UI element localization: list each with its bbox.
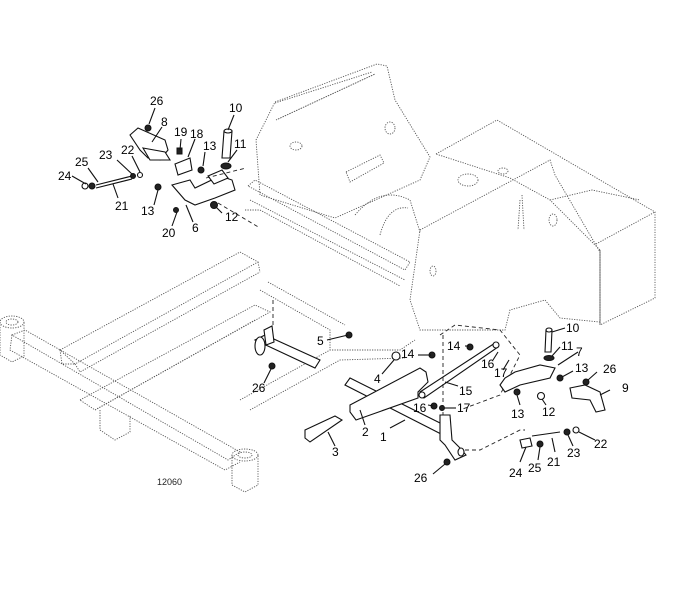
pin-part-10: [221, 130, 233, 159]
callout-16-upper: 16: [481, 357, 495, 371]
callout-10: 10: [229, 101, 243, 115]
callout-24: 24: [58, 169, 72, 183]
grip-part-3: [304, 415, 344, 443]
plate-part-6: [171, 175, 236, 206]
figure-number: 12060: [157, 477, 182, 487]
callout-1: 1: [380, 430, 387, 444]
callout-25-right: 25: [528, 461, 542, 475]
callouts: 26 8 10 19 18 13 11 23 22 25 24 21 13 12…: [58, 94, 629, 487]
callout-18: 18: [190, 127, 204, 141]
callout-26-pivot: 26: [252, 381, 266, 395]
upper-left-lever-assembly: [81, 124, 261, 229]
callout-23-right: 23: [567, 446, 581, 460]
callout-14-center: 14: [401, 347, 415, 361]
callout-26-bottom: 26: [414, 471, 428, 485]
block-part-18: [174, 157, 193, 176]
callout-9: 9: [622, 381, 629, 395]
callout-22-right: 22: [594, 437, 608, 451]
callout-13: 13: [203, 139, 217, 153]
callout-16-lower: 16: [413, 401, 427, 415]
callout-13-right: 13: [575, 361, 589, 375]
callout-19: 19: [174, 125, 188, 139]
callout-12: 12: [225, 210, 239, 224]
callout-26-right: 26: [603, 362, 617, 376]
callout-12-right: 12: [542, 405, 556, 419]
callout-25: 25: [75, 155, 89, 169]
callout-11: 11: [234, 137, 247, 151]
callout-15: 15: [459, 384, 473, 398]
callout-8: 8: [161, 115, 168, 129]
callout-17-lower: 17: [457, 401, 471, 415]
callout-13-left: 13: [141, 204, 155, 218]
callout-21: 21: [115, 199, 129, 213]
callout-13-lower-right: 13: [511, 407, 525, 421]
arm-part-2: [349, 367, 429, 421]
lever-part-9: [569, 384, 606, 413]
callout-21-right: 21: [547, 455, 561, 469]
plate-part-7: [499, 364, 556, 393]
callout-17-upper: 17: [494, 366, 508, 380]
pin-part-10-right: [544, 329, 553, 353]
pivot-tube: [253, 334, 321, 369]
callout-20: 20: [162, 226, 176, 240]
callout-4: 4: [374, 372, 381, 386]
callout-10-right: 10: [566, 321, 580, 335]
callout-6: 6: [192, 221, 199, 235]
callout-24-right: 24: [509, 466, 523, 480]
callout-2: 2: [362, 425, 369, 439]
callout-14-right: 14: [447, 339, 461, 353]
callout-23: 23: [99, 148, 113, 162]
center-linkage: [253, 300, 525, 466]
callout-7: 7: [576, 345, 583, 359]
callout-11-right: 11: [561, 339, 574, 353]
callout-26: 26: [150, 94, 164, 108]
callout-5: 5: [317, 334, 324, 348]
callout-22: 22: [121, 143, 135, 157]
right-lever-assembly: [499, 327, 606, 449]
chassis-frame: [0, 63, 656, 493]
callout-3: 3: [332, 445, 339, 459]
